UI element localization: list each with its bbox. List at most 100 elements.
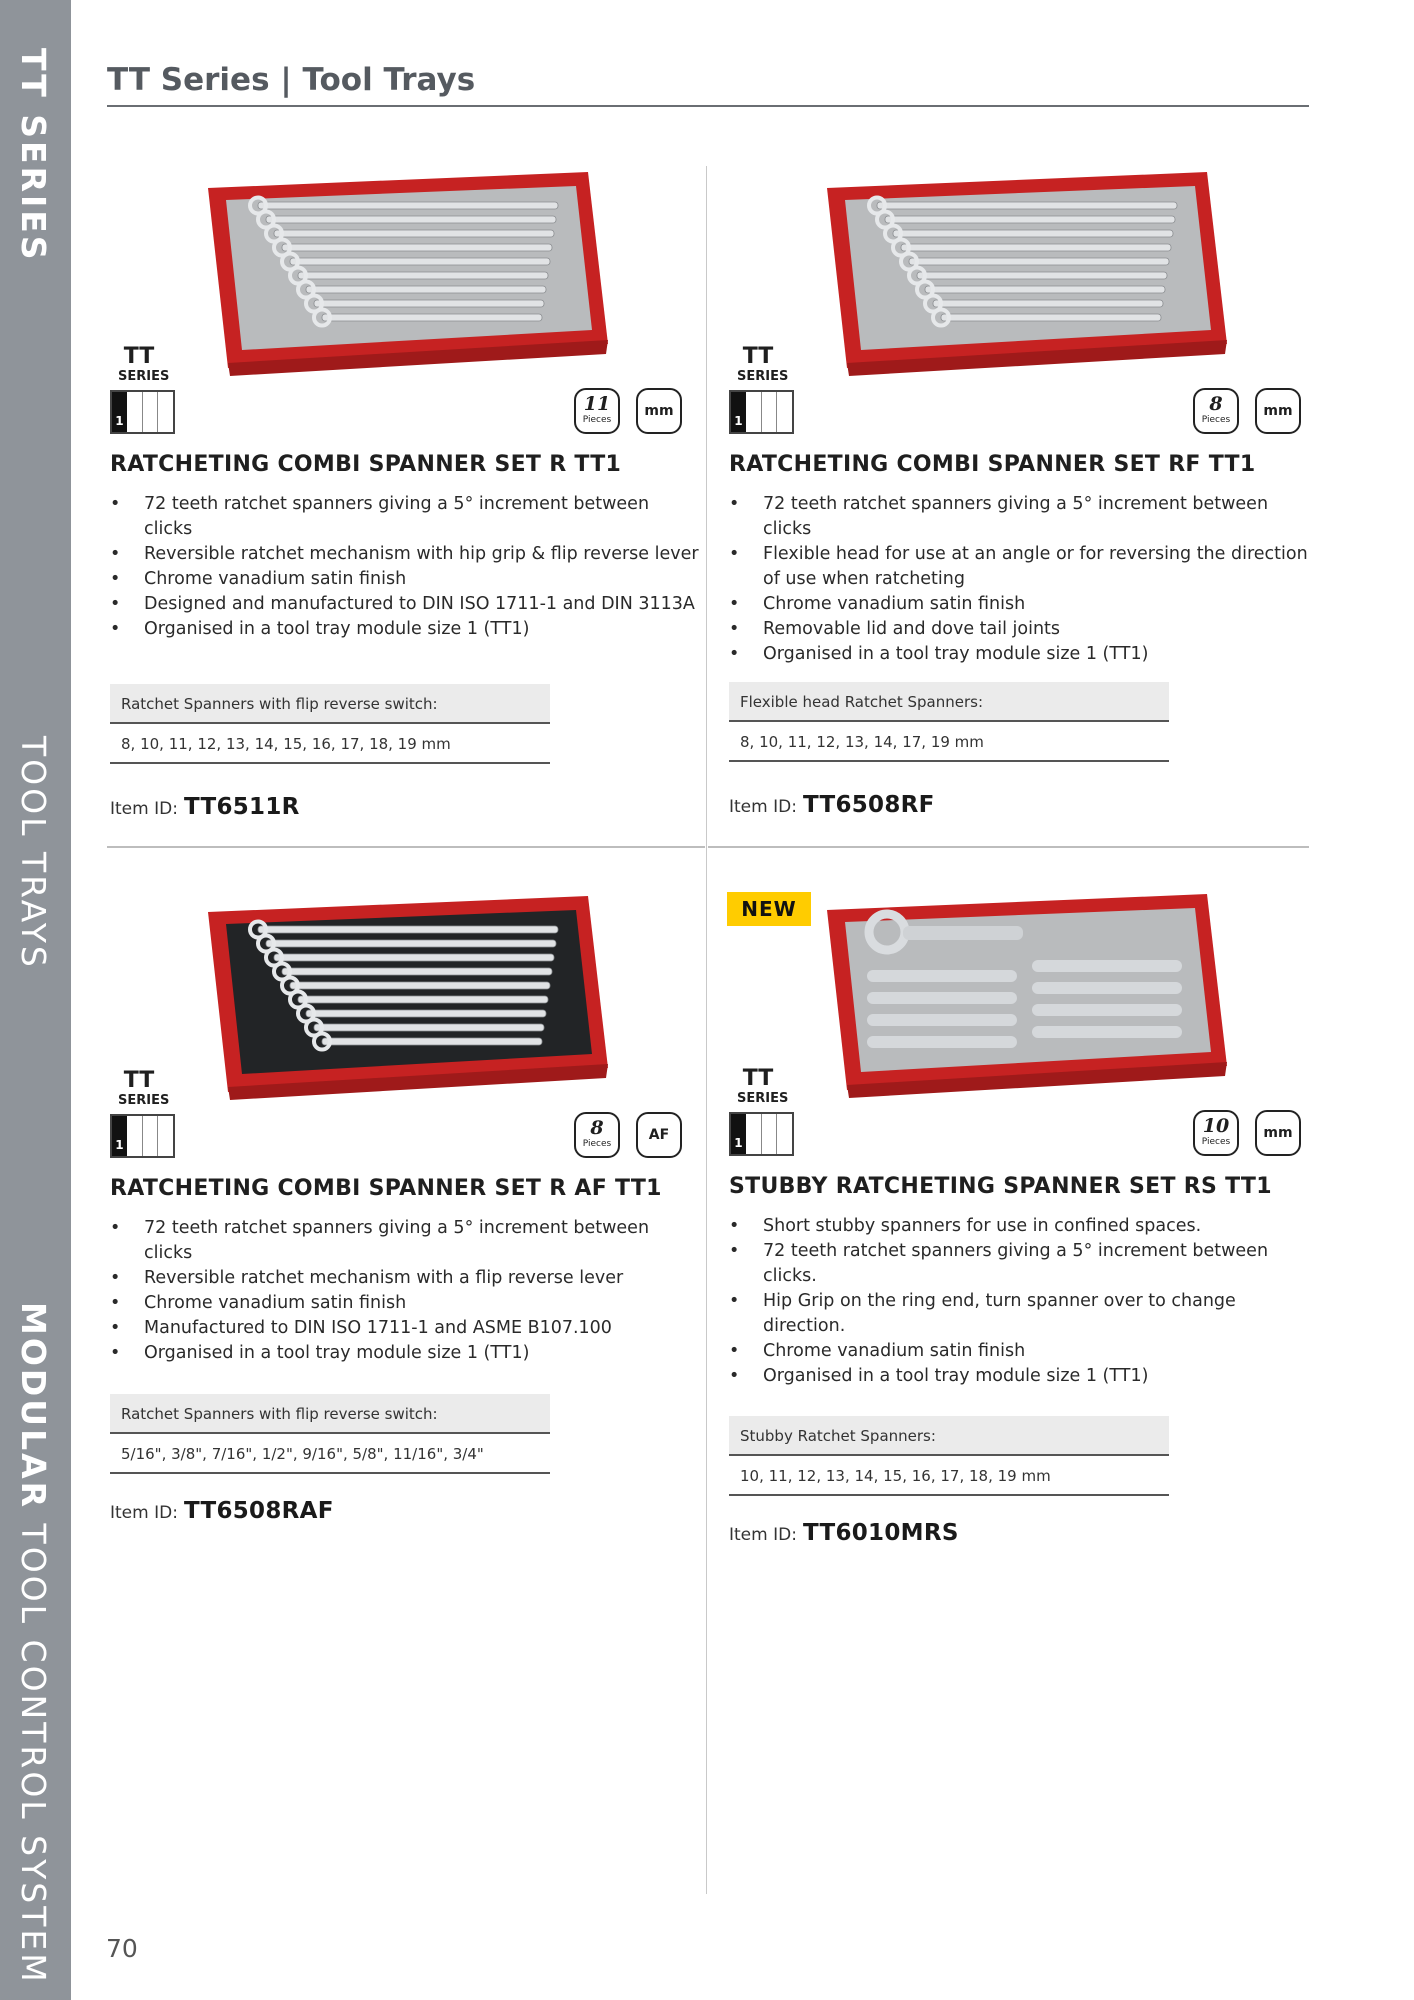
pieces-count: 8 xyxy=(1209,393,1223,415)
pieces-badge: 8 Pieces xyxy=(1193,388,1239,434)
item-id-label: Item ID: xyxy=(110,1503,178,1523)
page-title: TT Series | Tool Trays xyxy=(107,62,476,98)
feature-item: 72 teeth ratchet spanners giving a 5° in… xyxy=(110,1216,700,1266)
product-card: TT SERIES 1 8 Pieces AF RATCHETING COMBI… xyxy=(108,892,708,1542)
spec-value: 5/16", 3/8", 7/16", 1/2", 9/16", 5/8", 1… xyxy=(110,1434,550,1474)
product-title: RATCHETING COMBI SPANNER SET R AF TT1 xyxy=(110,1176,662,1201)
feature-item: 72 teeth ratchet spanners giving a 5° in… xyxy=(729,492,1319,542)
item-id-label: Item ID: xyxy=(110,799,178,819)
feature-item: 72 teeth ratchet spanners giving a 5° in… xyxy=(729,1239,1319,1289)
tt-logo-series: SERIES xyxy=(737,1091,789,1106)
spec-heading: Flexible head Ratchet Spanners: xyxy=(729,682,1169,722)
item-id: Item ID:TT6508RAF xyxy=(110,1498,334,1524)
feature-list: 72 teeth ratchet spanners giving a 5° in… xyxy=(110,1216,700,1366)
item-id-code: TT6508RAF xyxy=(183,1498,334,1524)
side-label-modular: MODULAR xyxy=(14,1302,53,1511)
pieces-label: Pieces xyxy=(1201,1137,1231,1147)
pieces-label: Pieces xyxy=(582,1139,612,1149)
spec-heading: Stubby Ratchet Spanners: xyxy=(729,1416,1169,1456)
module-size-icon: 1 xyxy=(729,1112,794,1156)
feature-item: Organised in a tool tray module size 1 (… xyxy=(729,1364,1319,1389)
feature-item: Reversible ratchet mechanism with hip gr… xyxy=(110,542,700,567)
unit-badge: mm xyxy=(1255,388,1301,434)
module-size-number: 1 xyxy=(731,392,746,432)
product-title: RATCHETING COMBI SPANNER SET RF TT1 xyxy=(729,452,1256,477)
item-id-code: TT6010MRS xyxy=(802,1520,959,1546)
tt-series-logo: TT SERIES xyxy=(118,1068,170,1108)
row-divider-left xyxy=(107,846,705,848)
spanner-tray-image xyxy=(817,890,1237,1100)
feature-item: Short stubby spanners for use in confine… xyxy=(729,1214,1319,1239)
item-id: Item ID:TT6010MRS xyxy=(729,1520,959,1546)
tt-logo-series: SERIES xyxy=(737,369,789,384)
spanner-tray-image xyxy=(198,892,618,1102)
feature-item: Hip Grip on the ring end, turn spanner o… xyxy=(729,1289,1319,1339)
spanner-tray-image xyxy=(817,168,1237,378)
spec-table: Ratchet Spanners with flip reverse switc… xyxy=(110,1394,550,1474)
pieces-count: 11 xyxy=(583,393,611,415)
tt-series-logo: TT SERIES xyxy=(737,344,789,384)
feature-item: 72 teeth ratchet spanners giving a 5° in… xyxy=(110,492,700,542)
feature-item: Designed and manufactured to DIN ISO 171… xyxy=(110,592,700,617)
column-divider-bottom xyxy=(706,846,707,1894)
feature-item: Organised in a tool tray module size 1 (… xyxy=(110,617,700,642)
spec-value: 8, 10, 11, 12, 13, 14, 15, 16, 17, 18, 1… xyxy=(110,724,550,764)
feature-item: Organised in a tool tray module size 1 (… xyxy=(729,642,1319,667)
tt-logo-text: TT xyxy=(742,1066,774,1091)
side-label-tt-series: TT SERIES xyxy=(14,48,53,263)
feature-list: 72 teeth ratchet spanners giving a 5° in… xyxy=(110,492,700,642)
spec-heading: Ratchet Spanners with flip reverse switc… xyxy=(110,684,550,724)
spec-heading: Ratchet Spanners with flip reverse switc… xyxy=(110,1394,550,1434)
item-id-code: TT6511R xyxy=(183,794,300,820)
unit-badge: AF xyxy=(636,1112,682,1158)
page-number: 70 xyxy=(106,1934,138,1963)
item-id: Item ID:TT6511R xyxy=(110,794,300,820)
item-id-code: TT6508RF xyxy=(802,792,935,818)
tt-logo-text: TT xyxy=(123,344,155,369)
module-size-icon: 1 xyxy=(110,390,175,434)
product-card: NEW TT SERIES 1 10 Pieces mm STUBBY RATC… xyxy=(727,890,1327,1560)
module-size-icon: 1 xyxy=(729,390,794,434)
side-label-tool-control-system: TOOL CONTROL SYSTEM xyxy=(14,1510,53,1985)
pieces-badge: 11 Pieces xyxy=(574,388,620,434)
tt-logo-text: TT xyxy=(742,344,774,369)
tt-logo-series: SERIES xyxy=(118,369,170,384)
feature-list: Short stubby spanners for use in confine… xyxy=(729,1214,1319,1389)
side-band: TT SERIES TOOL TRAYS MODULAR TOOL CONTRO… xyxy=(0,0,71,2000)
product-title: STUBBY RATCHETING SPANNER SET RS TT1 xyxy=(729,1174,1272,1199)
side-label-tool-trays: TOOL TRAYS xyxy=(14,736,53,970)
pieces-label: Pieces xyxy=(582,415,612,425)
pieces-count: 8 xyxy=(590,1117,604,1139)
spec-value: 8, 10, 11, 12, 13, 14, 17, 19 mm xyxy=(729,722,1169,762)
spec-value: 10, 11, 12, 13, 14, 15, 16, 17, 18, 19 m… xyxy=(729,1456,1169,1496)
feature-item: Removable lid and dove tail joints xyxy=(729,617,1319,642)
unit-badge: mm xyxy=(636,388,682,434)
feature-item: Chrome vanadium satin finish xyxy=(110,1291,700,1316)
feature-item: Organised in a tool tray module size 1 (… xyxy=(110,1341,700,1366)
module-size-number: 1 xyxy=(112,1116,127,1156)
module-size-number: 1 xyxy=(112,392,127,432)
item-id-label: Item ID: xyxy=(729,1525,797,1545)
unit-badge: mm xyxy=(1255,1110,1301,1156)
feature-item: Chrome vanadium satin finish xyxy=(110,567,700,592)
tt-logo-text: TT xyxy=(123,1068,155,1093)
module-size-icon: 1 xyxy=(110,1114,175,1158)
side-label-modular-system: MODULAR TOOL CONTROL SYSTEM xyxy=(14,1302,53,1985)
product-title: RATCHETING COMBI SPANNER SET R TT1 xyxy=(110,452,622,477)
item-id: Item ID:TT6508RF xyxy=(729,792,935,818)
feature-item: Chrome vanadium satin finish xyxy=(729,592,1319,617)
spec-table: Stubby Ratchet Spanners: 10, 11, 12, 13,… xyxy=(729,1416,1169,1496)
feature-item: Reversible ratchet mechanism with a flip… xyxy=(110,1266,700,1291)
feature-list: 72 teeth ratchet spanners giving a 5° in… xyxy=(729,492,1319,667)
pieces-count: 10 xyxy=(1202,1115,1230,1137)
feature-item: Manufactured to DIN ISO 1711-1 and ASME … xyxy=(110,1316,700,1341)
spanner-tray-image xyxy=(198,168,618,378)
spec-table: Flexible head Ratchet Spanners: 8, 10, 1… xyxy=(729,682,1169,762)
new-badge: NEW xyxy=(727,892,811,926)
tt-logo-series: SERIES xyxy=(118,1093,170,1108)
row-divider-right xyxy=(708,846,1309,848)
tt-series-logo: TT SERIES xyxy=(118,344,170,384)
title-divider xyxy=(107,105,1309,107)
pieces-badge: 10 Pieces xyxy=(1193,1110,1239,1156)
module-size-number: 1 xyxy=(731,1114,746,1154)
